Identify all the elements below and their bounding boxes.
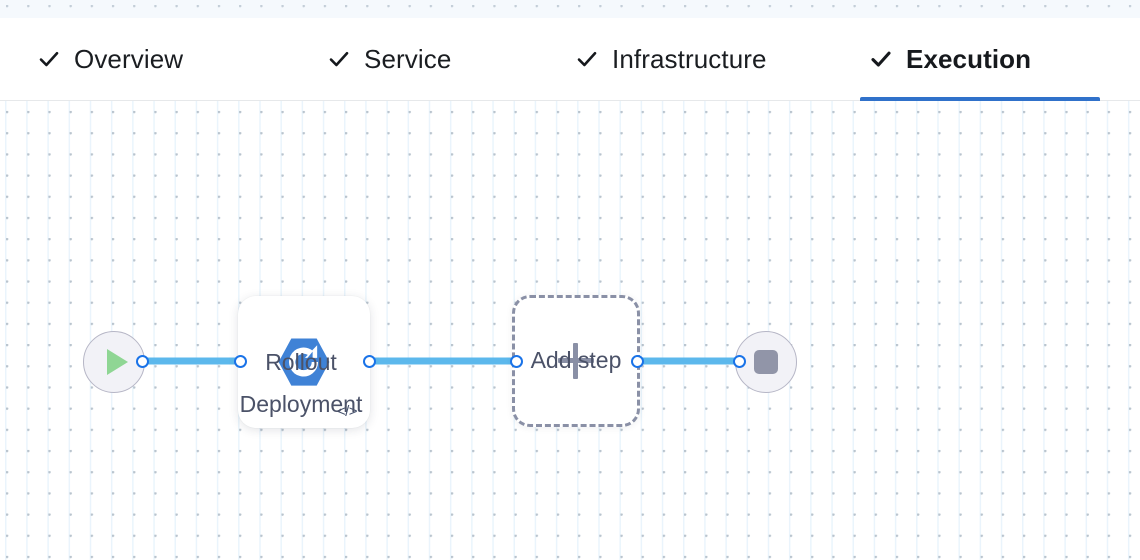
handle-rollout-input[interactable]	[234, 355, 247, 368]
tab-active-underline	[860, 97, 1100, 101]
tab-overview[interactable]: Overview	[28, 18, 193, 100]
tab-infrastructure[interactable]: Infrastructure	[566, 18, 777, 100]
check-icon	[328, 48, 350, 70]
tab-active-underline	[318, 97, 461, 101]
node-rollout-deployment[interactable]: </>	[238, 296, 370, 428]
check-icon	[870, 48, 892, 70]
handle-rollout-output[interactable]	[363, 355, 376, 368]
tab-label: Overview	[74, 44, 184, 74]
handle-add-output[interactable]	[631, 355, 644, 368]
execution-flow-graph: </> Rollout Deployment Add step	[0, 101, 1140, 560]
stop-icon	[754, 350, 778, 374]
node-add-step[interactable]	[512, 295, 640, 427]
check-icon	[576, 48, 598, 70]
handle-end-input[interactable]	[733, 355, 746, 368]
check-icon	[38, 48, 60, 70]
node-label-add-step: Add step	[530, 347, 622, 373]
tab-execution[interactable]: Execution	[860, 18, 1100, 101]
rollout-deployment-icon	[278, 338, 330, 386]
tab-label: Infrastructure	[612, 44, 767, 74]
play-icon	[106, 349, 128, 375]
handle-start-output[interactable]	[136, 355, 149, 368]
tab-label: Service	[364, 44, 452, 74]
plus-icon	[558, 343, 594, 379]
node-label-rollout-deployment: Rollout Deployment	[239, 349, 363, 417]
handle-add-input[interactable]	[510, 355, 523, 368]
tab-label: Execution	[906, 44, 1032, 74]
tab-active-underline	[28, 97, 193, 101]
tab-active-underline	[566, 97, 777, 101]
pipeline-stage-tabs: Overview Service Infrastructure	[0, 18, 1140, 101]
tab-service[interactable]: Service	[318, 18, 461, 100]
canvas-top-strip	[0, 0, 1140, 18]
code-icon[interactable]: </>	[336, 403, 358, 420]
